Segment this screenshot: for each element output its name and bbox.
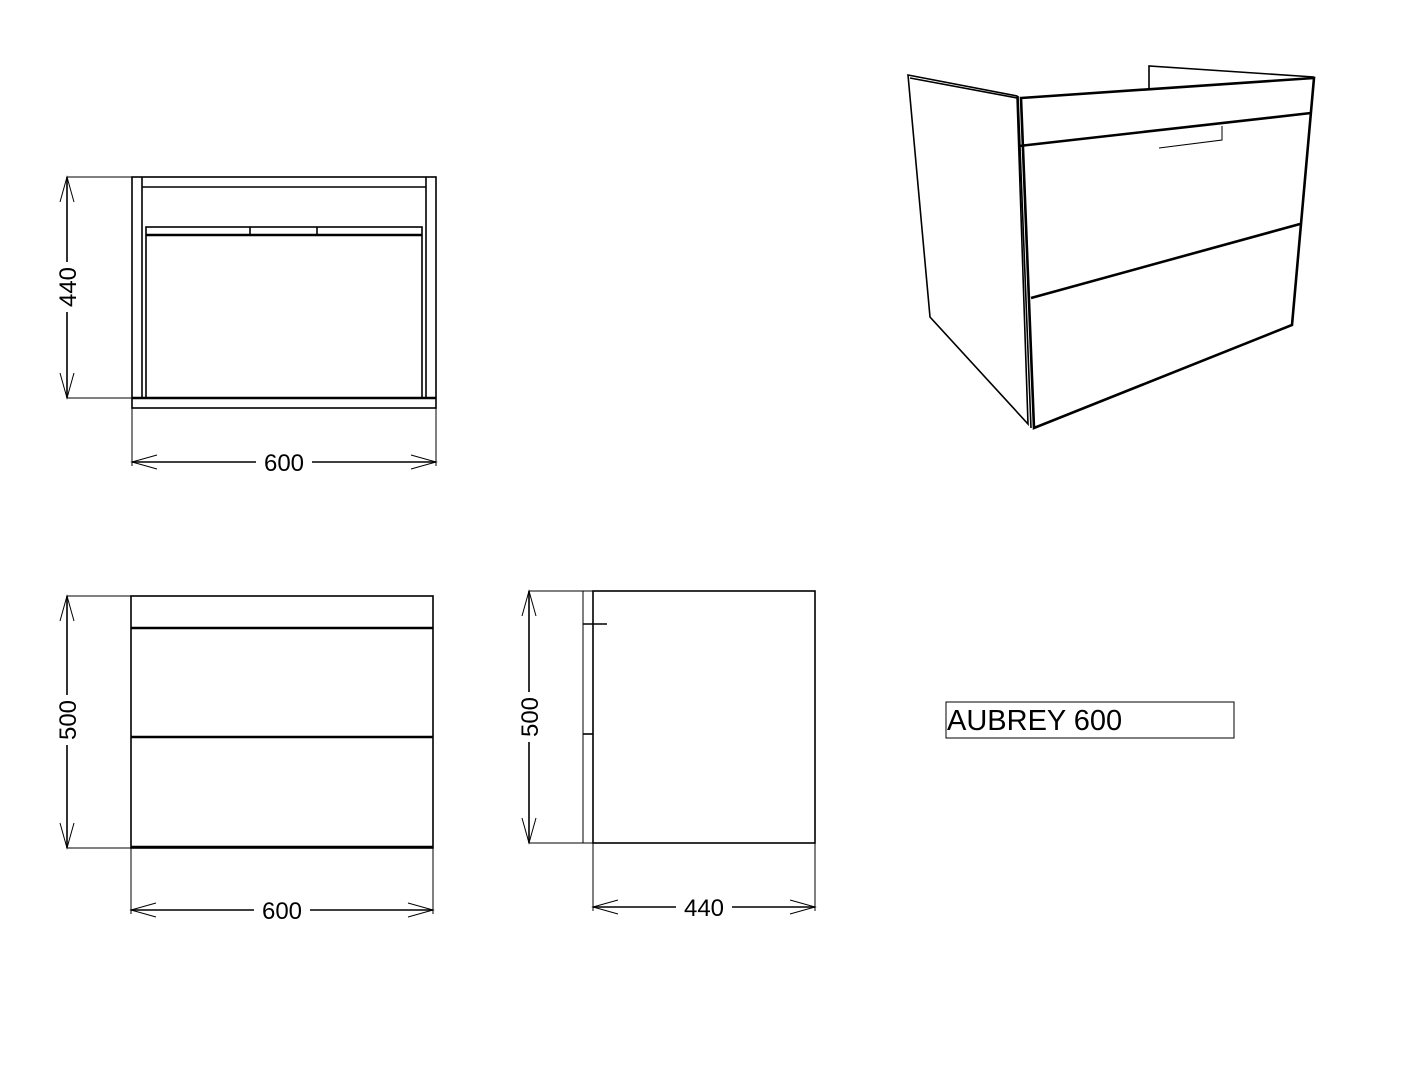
- isometric-view: [907, 65, 1316, 430]
- top-depth-label: 440: [55, 267, 82, 307]
- title-block: AUBREY 600: [945, 701, 1235, 739]
- side-view: 500 440: [514, 589, 817, 922]
- top-width-label: 600: [264, 450, 304, 477]
- front-view: 500 600: [52, 594, 435, 925]
- front-width-label: 600: [262, 898, 302, 925]
- side-height-label: 500: [517, 697, 544, 737]
- product-title: AUBREY 600: [947, 705, 1122, 737]
- top-view: 440 600: [52, 175, 438, 477]
- front-height-label: 500: [55, 700, 82, 740]
- side-depth-label: 440: [684, 895, 724, 922]
